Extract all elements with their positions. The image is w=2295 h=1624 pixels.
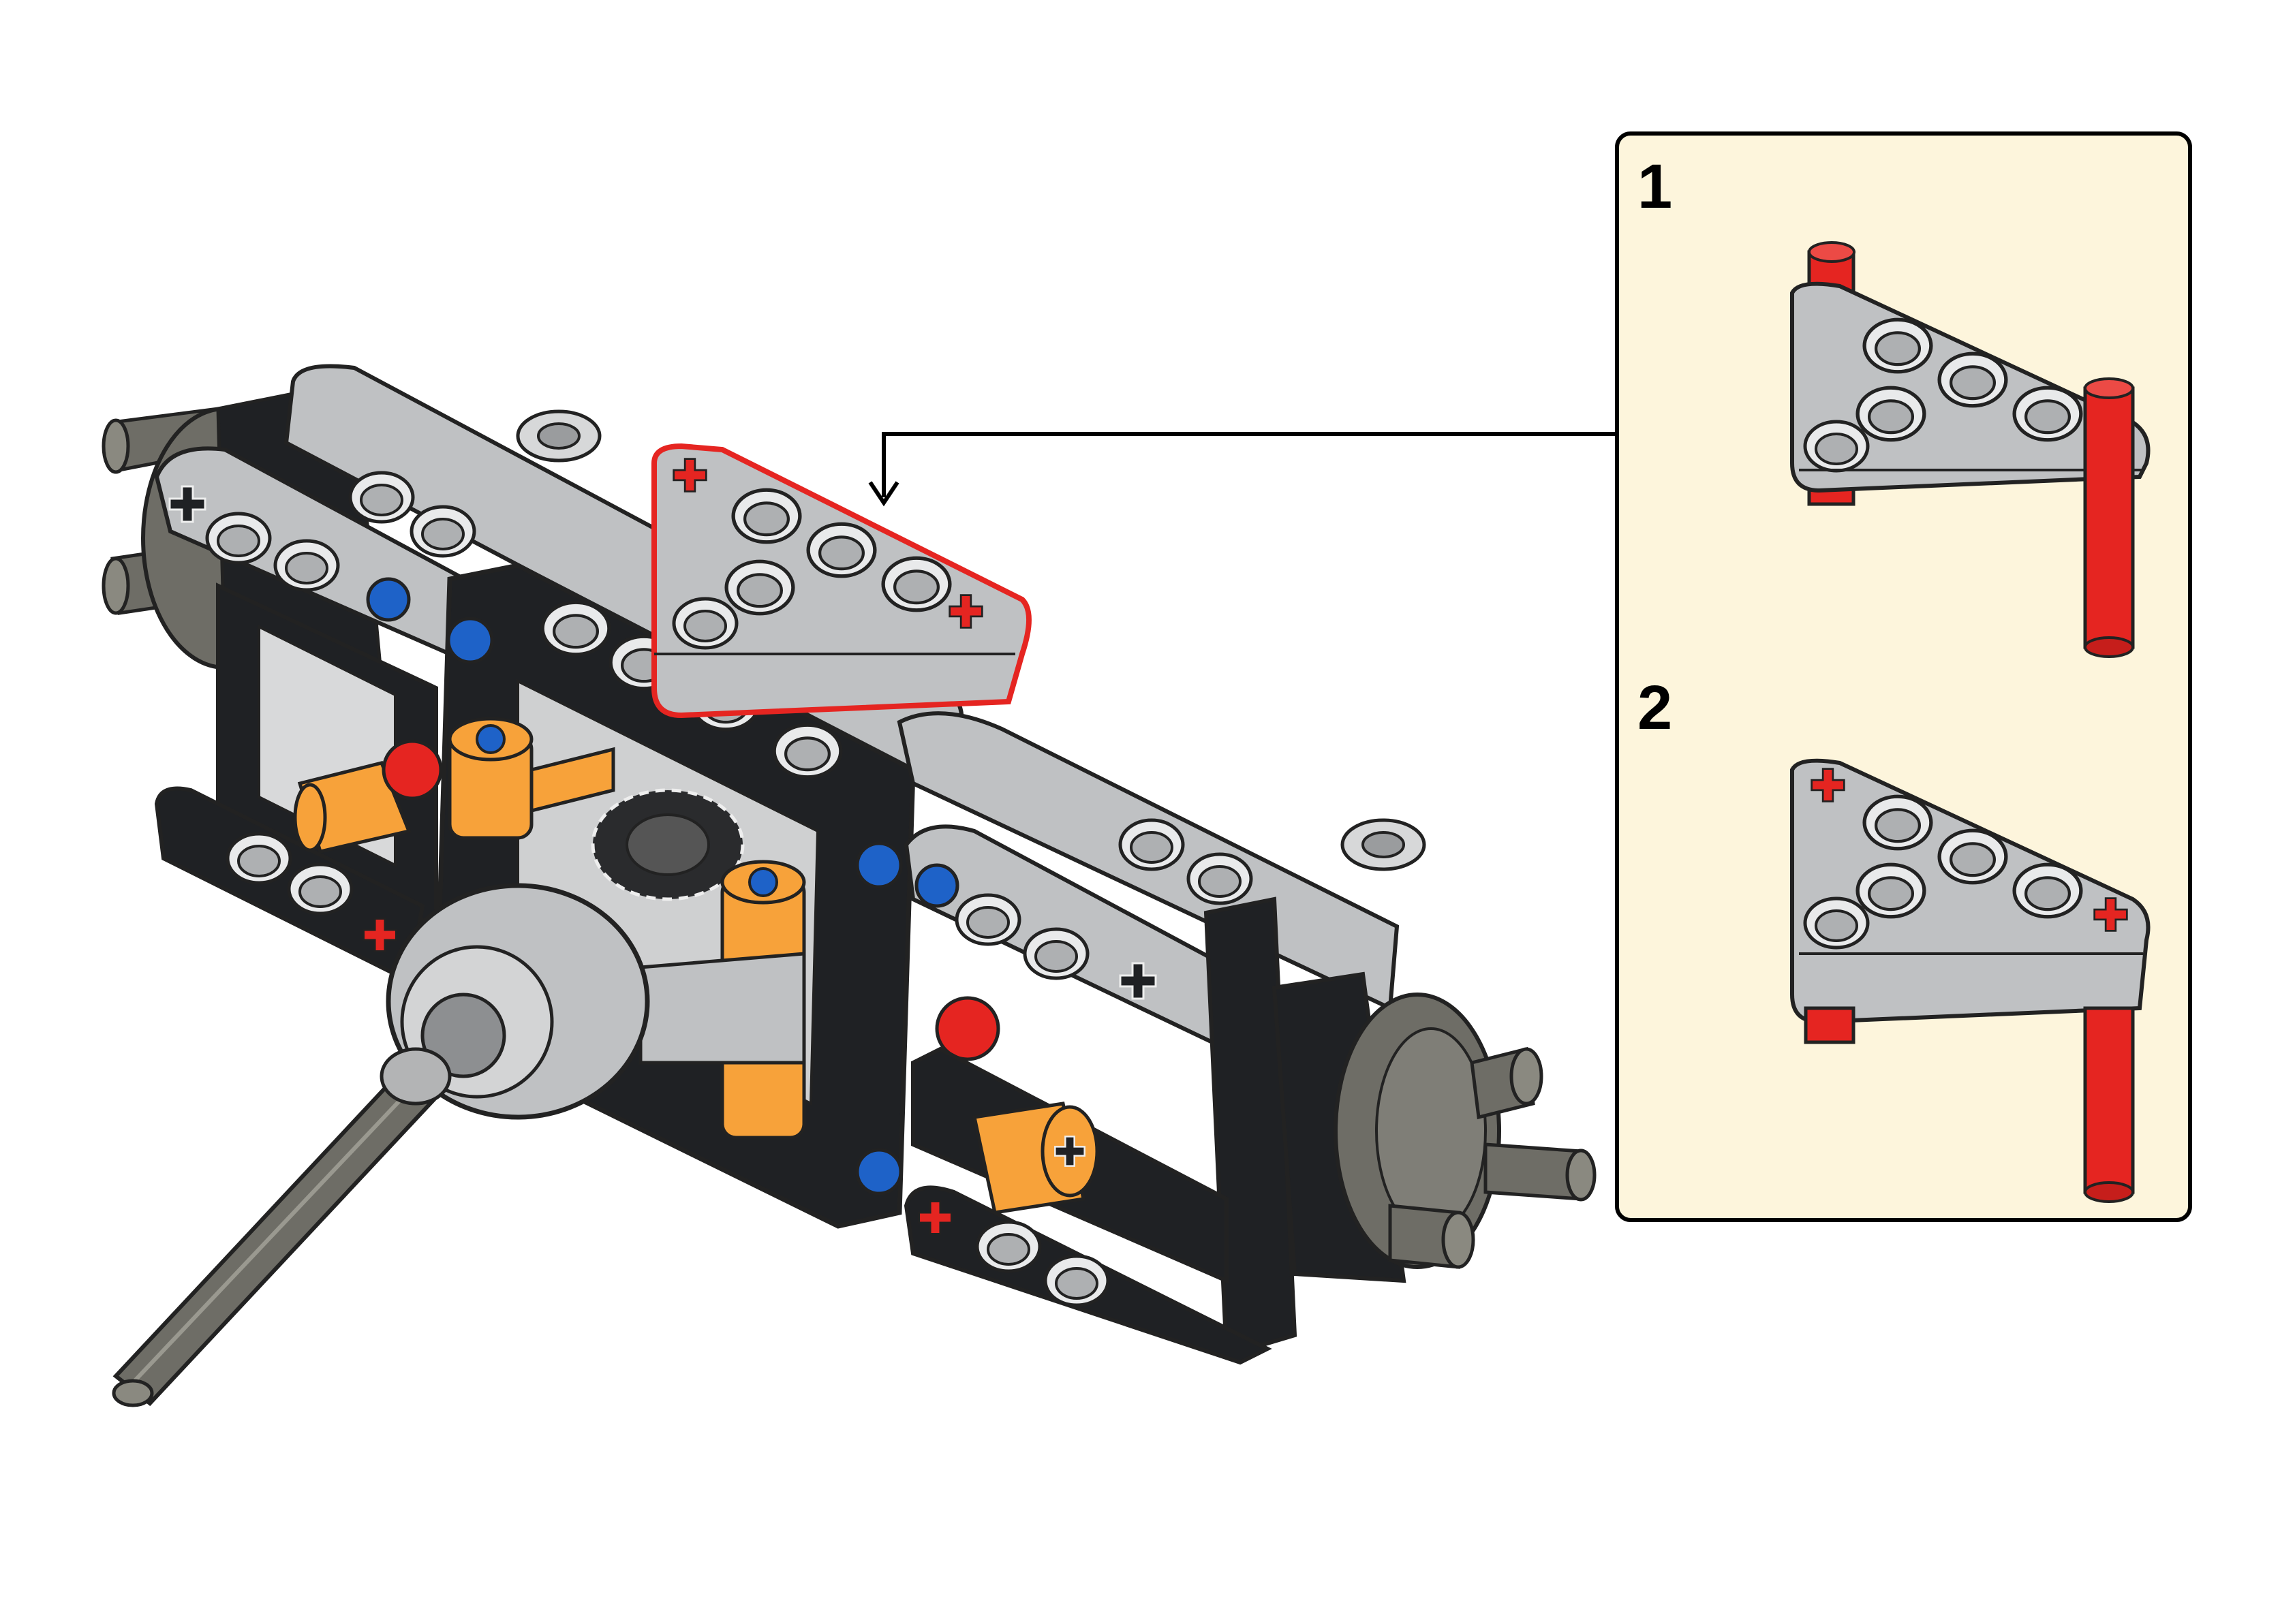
- red-pin-bottom-right: [2083, 1006, 2135, 1203]
- red-ball-joint-right: [935, 996, 1000, 1061]
- callout-arrow: [868, 432, 1615, 507]
- red-axle-pin-right: [2083, 377, 2135, 658]
- sub-assembly-callout: 1 2: [1615, 131, 2192, 1222]
- red-ball-joint-left: [382, 739, 443, 800]
- center-gear: [591, 788, 745, 901]
- orange-connector-left: [293, 761, 412, 854]
- gearbox-assembly: [102, 364, 1597, 1407]
- drive-shaft: [112, 1047, 452, 1407]
- step-1-part: [1790, 241, 2151, 658]
- top-pin-left: [516, 409, 602, 463]
- top-pin-right: [1340, 818, 1426, 871]
- right-axle-stubs: [1388, 1046, 1597, 1269]
- right-bottom-black-beam: [904, 1185, 1272, 1365]
- right-front-gray-beam: [904, 824, 1257, 1052]
- orange-connector-center: [638, 860, 806, 1140]
- step-2-part: [1790, 758, 2151, 1203]
- step-number-1: 1: [1637, 152, 1672, 221]
- orange-connector-top: [448, 717, 615, 840]
- red-pin-bottom-left: [1804, 1006, 1855, 1044]
- highlighted-new-part: [651, 443, 1032, 719]
- orange-bushing-right: [972, 1102, 1099, 1215]
- triangle-liftarm-2: [1790, 758, 2151, 1025]
- step-number-2: 2: [1637, 673, 1672, 743]
- right-motor-housing: [1272, 971, 1501, 1283]
- front-left-gray-beam: [154, 446, 480, 657]
